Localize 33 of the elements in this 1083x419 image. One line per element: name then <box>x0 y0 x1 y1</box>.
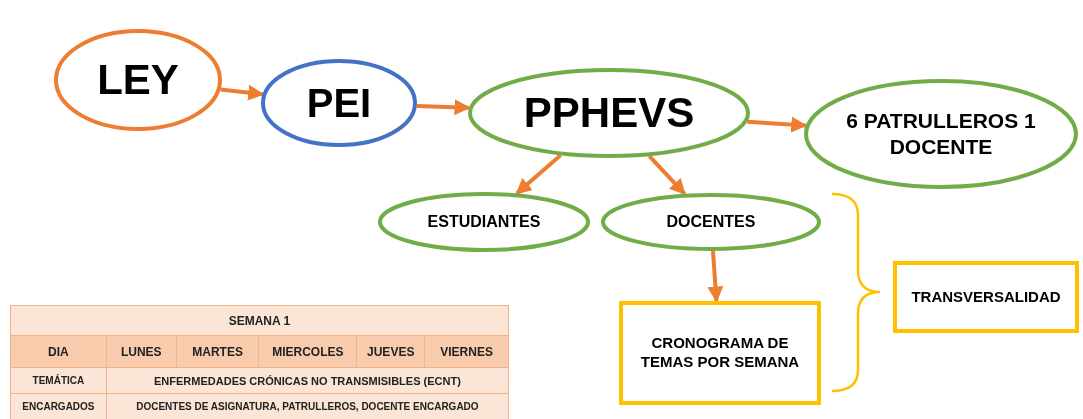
ellipse-node <box>601 193 821 251</box>
node-label: LEY <box>97 54 179 105</box>
node-label: CRONOGRAMA DE TEMAS POR SEMANA <box>639 334 801 372</box>
table-cell: JUEVES <box>356 335 425 368</box>
node-label: TRANSVERSALIDAD <box>911 287 1061 307</box>
node-label: DOCENTES <box>666 212 756 232</box>
table-cell: VIERNES <box>424 335 509 368</box>
table-cell: DOCENTES DE ASIGNATURA, PATRULLEROS, DOCENTE ENCARGADO <box>106 393 509 419</box>
table-cell: ENFERMEDADES CRÓNICAS NO TRANSMISIBLES (ECNT) <box>106 367 509 394</box>
node-label: PPHEVS <box>523 87 695 138</box>
ellipse-node <box>54 29 222 131</box>
node-label: PEI <box>306 80 372 127</box>
node-label: ESTUDIANTES <box>427 212 541 232</box>
table-cell: MIERCOLES <box>258 335 357 368</box>
table-cell: DIA <box>10 335 107 368</box>
arrow <box>220 84 265 101</box>
arrow <box>515 153 562 195</box>
node-label: 6 PATRULLEROS 1 DOCENTE <box>846 107 1036 160</box>
process-box <box>619 301 821 405</box>
table-cell: ENCARGADOS <box>10 393 107 419</box>
process-box <box>893 261 1079 333</box>
ellipse-node <box>261 59 417 147</box>
table-cell: SEMANA 1 <box>10 305 509 336</box>
arrow <box>647 154 687 196</box>
table-cell: TEMÁTICA <box>10 367 107 394</box>
ellipse-node <box>804 79 1078 189</box>
arrow <box>707 250 724 303</box>
arrow <box>416 99 471 116</box>
table-cell: MARTES <box>176 335 259 368</box>
ellipse-node <box>468 68 750 158</box>
table-cell: LUNES <box>106 335 177 368</box>
ellipse-node <box>378 192 590 252</box>
arrow <box>747 116 808 133</box>
